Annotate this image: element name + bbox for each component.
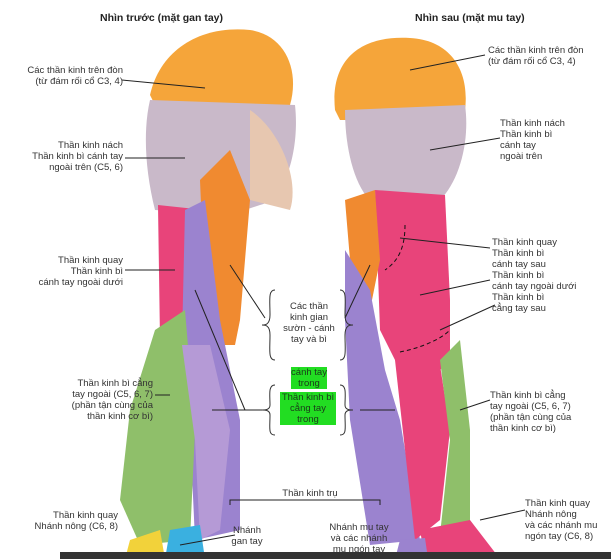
front-palmar-branch-label: Nhánh gan tay xyxy=(231,525,263,547)
front-body-region xyxy=(250,110,293,210)
front-superficial-radial-label: Thần kinh quay Nhánh nông (C6, 8) xyxy=(34,510,118,532)
back-shoulder-region xyxy=(334,37,466,120)
back-posterior-forearm-region xyxy=(395,360,450,540)
intercostobrachial-label: Các thần kinh gian sườn - cánh tay và bì… xyxy=(278,290,340,389)
front-shoulder-region xyxy=(150,29,294,120)
back-hand-region xyxy=(420,520,500,559)
front-musculocutaneous-region xyxy=(120,310,195,545)
back-medial-region xyxy=(345,250,420,545)
front-arm xyxy=(120,29,296,559)
back-radial-region xyxy=(375,190,450,380)
bottom-bar xyxy=(60,552,611,559)
back-dorsal-branch-label: Nhánh mu tay và các nhánh mu ngón tay xyxy=(329,522,389,555)
front-view-title: Nhìn trước (mặt gan tay) xyxy=(100,12,223,24)
intercostobrachial-text: Các thần kinh gian sườn - cánh tay và bì xyxy=(283,301,335,345)
front-blue-region xyxy=(165,525,205,559)
back-axillary-region xyxy=(345,105,467,205)
center-brackets xyxy=(261,289,354,436)
dashed-lines xyxy=(384,224,451,353)
intercostobrachial-highlight: cánh tay trong xyxy=(291,367,327,389)
back-arm xyxy=(334,37,500,559)
back-musculocutaneous-region xyxy=(440,340,470,535)
front-lateral-forearm-region xyxy=(182,345,230,540)
back-view-title: Nhìn sau (mặt mu tay) xyxy=(415,12,525,24)
medial-forearm-label: Thần kinh bì cẳng tay trong xyxy=(280,392,336,425)
back-radial-group-label: Thần kinh quay Thần kinh bì cánh tay sau… xyxy=(492,237,577,314)
front-yellow-region xyxy=(125,530,165,559)
back-axillary-label: Thần kinh nách Thần kinh bì cánh tay ngo… xyxy=(500,118,565,162)
front-axillary-label: Thần kinh nách Thần kinh bì cánh tay ngo… xyxy=(32,140,123,173)
front-supraclavicular-label: Các thần kinh trên đòn (từ đám rối cổ C3… xyxy=(27,65,123,87)
back-superficial-radial-label: Thần kinh quay Nhánh nông và các nhánh m… xyxy=(525,498,598,542)
back-supraclavicular-label: Các thần kinh trên đòn (từ đám rối cổ C3… xyxy=(488,45,584,67)
front-radial-label: Thần kinh quay Thần kinh bì cánh tay ngo… xyxy=(38,255,123,288)
leader-lines xyxy=(121,54,526,546)
ulnar-label: Thần kinh trụ xyxy=(282,488,338,499)
front-lateral-forearm-label: Thần kinh bì cẳng tay ngoài (C5, 6, 7) (… xyxy=(71,378,153,422)
back-lateral-forearm-label: Thần kinh bì cẳng tay ngoài (C5, 6, 7) (… xyxy=(490,390,572,434)
